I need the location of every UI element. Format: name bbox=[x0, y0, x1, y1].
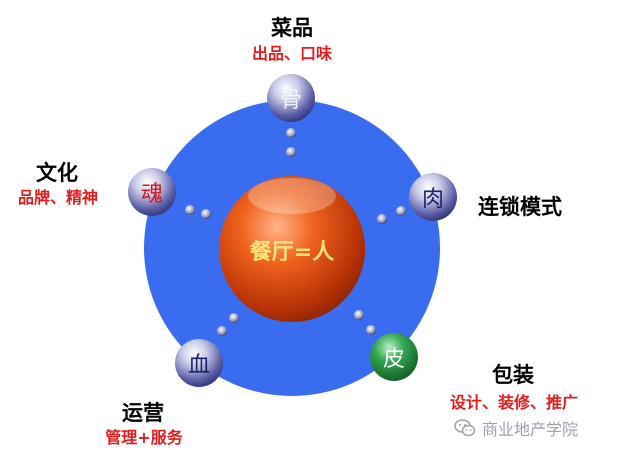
connector-dot bbox=[286, 147, 296, 157]
node-soul: 魂 bbox=[128, 168, 176, 216]
node-skin-subtitle: 设计、装修、推广 bbox=[449, 393, 578, 412]
connector-dots-skin bbox=[354, 310, 376, 335]
node-blood-subtitle: 管理+服务 bbox=[105, 428, 183, 447]
node-bone: 骨 bbox=[267, 74, 315, 122]
node-soul-subtitle: 品牌、精神 bbox=[17, 188, 98, 207]
connector-dots-soul bbox=[185, 205, 211, 219]
node-skin-title: 包装 bbox=[492, 363, 534, 387]
node-soul-title: 文化 bbox=[36, 161, 78, 185]
node-blood-glyph: 血 bbox=[188, 353, 210, 378]
node-meat: 肉 bbox=[409, 173, 457, 221]
connector-dot bbox=[201, 209, 211, 219]
node-bone-subtitle: 出品、口味 bbox=[251, 44, 332, 63]
node-blood: 血 bbox=[175, 339, 223, 387]
connector-dot bbox=[185, 205, 195, 215]
center-label: 餐厅=人 bbox=[250, 240, 334, 265]
connector-dot bbox=[366, 325, 376, 335]
connector-dot bbox=[354, 310, 364, 320]
watermark: 商业地产学院 bbox=[454, 416, 578, 440]
connector-dot bbox=[229, 313, 239, 323]
connector-dot bbox=[217, 326, 227, 336]
center-circle: 餐厅=人 bbox=[219, 176, 365, 322]
node-skin-glyph: 皮 bbox=[383, 347, 405, 372]
node-bone-glyph: 骨 bbox=[280, 88, 302, 113]
watermark-text: 商业地产学院 bbox=[482, 420, 579, 439]
node-blood-title: 运营 bbox=[122, 401, 164, 425]
connector-dots-blood bbox=[217, 313, 239, 336]
wechat-icon bbox=[454, 419, 476, 437]
connector-dots-bone bbox=[286, 128, 296, 157]
connector-dot bbox=[396, 206, 406, 216]
connector-dots-meat bbox=[377, 206, 406, 224]
node-soul-glyph: 魂 bbox=[141, 182, 163, 207]
connector-dot bbox=[377, 214, 387, 224]
node-skin: 皮 bbox=[370, 333, 418, 381]
node-meat-title: 连锁模式 bbox=[478, 195, 562, 219]
connector-dot bbox=[286, 128, 296, 138]
node-bone-title: 菜品 bbox=[271, 16, 313, 40]
node-meat-glyph: 肉 bbox=[422, 187, 444, 212]
